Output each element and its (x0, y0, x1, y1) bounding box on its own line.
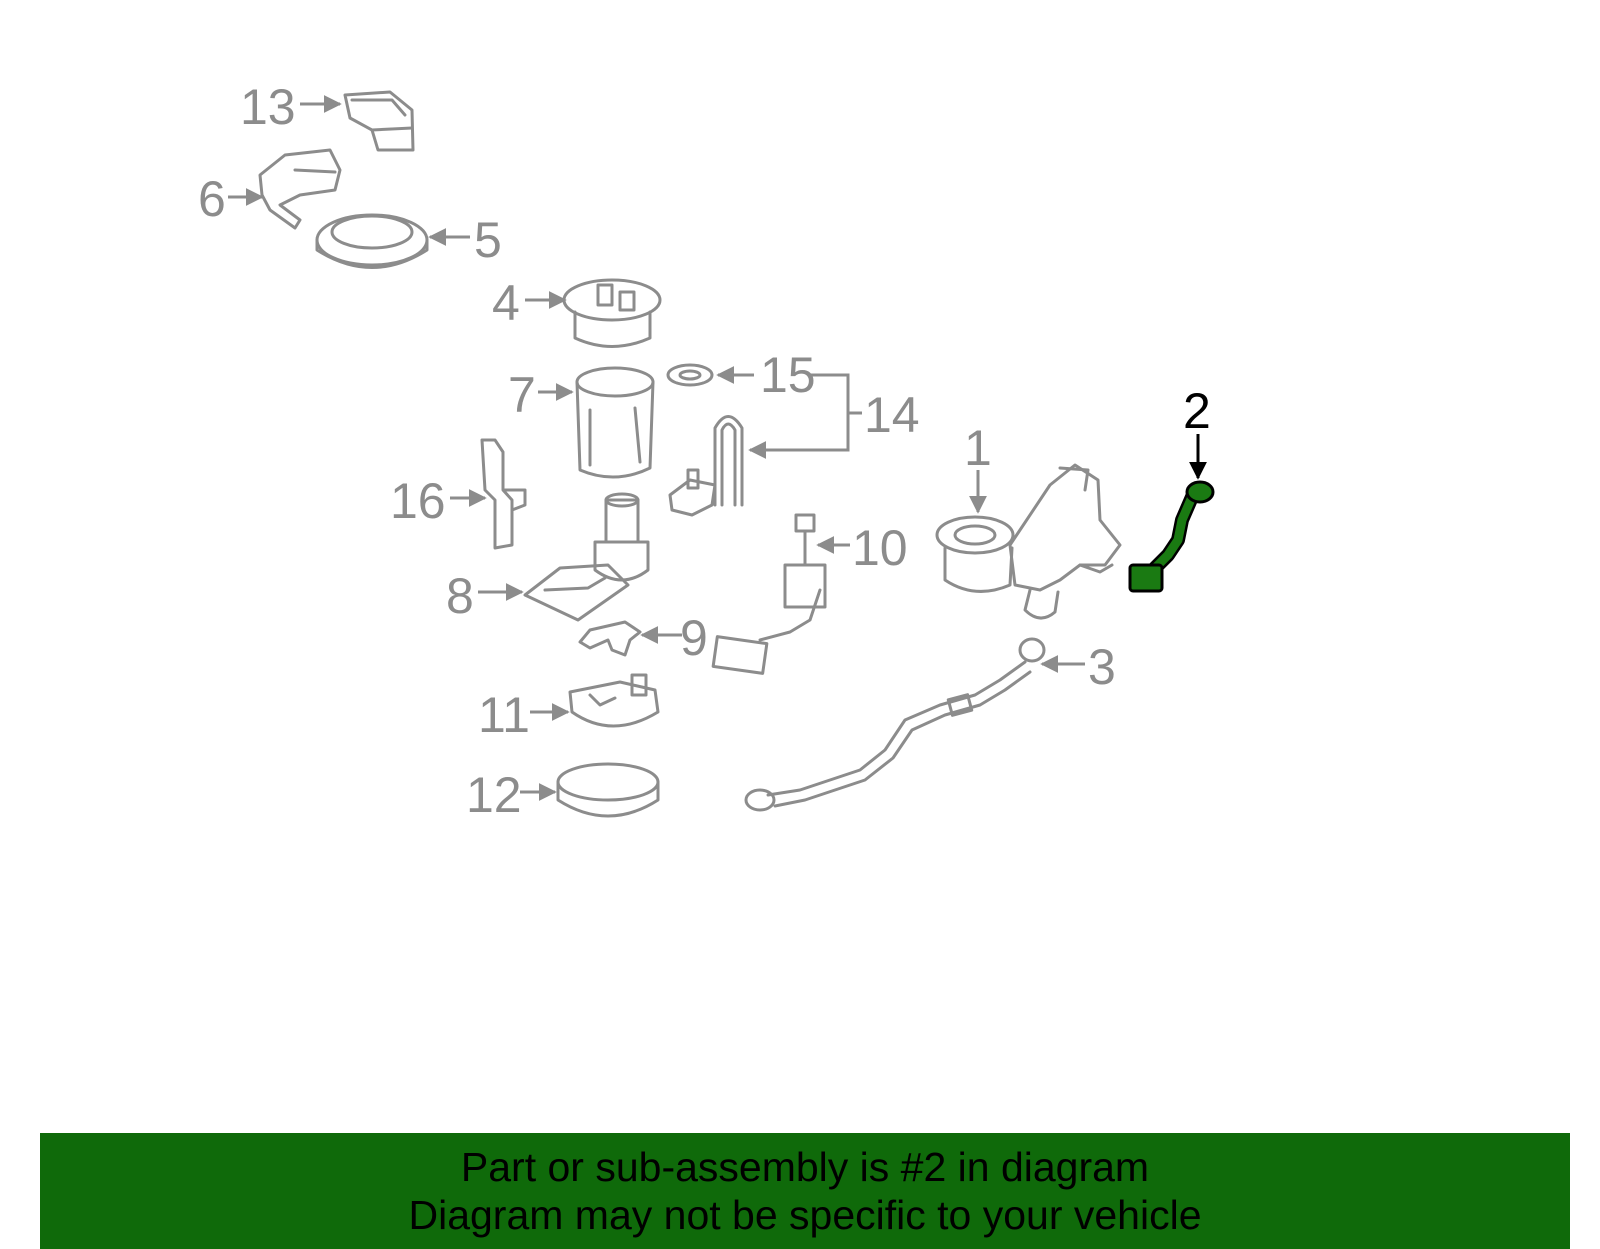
callout-6: 6 (198, 171, 226, 227)
part-3-fuel-line (744, 637, 1046, 812)
callout-4: 4 (492, 275, 520, 331)
callout-1: 1 (964, 420, 992, 476)
part-4-cap (562, 278, 662, 348)
info-banner: Part or sub-assembly is #2 in diagram Di… (40, 1133, 1570, 1249)
callout-7: 7 (508, 367, 536, 423)
callout-9: 9 (680, 610, 708, 666)
callout-15: 15 (760, 347, 816, 403)
part-7-housing (575, 366, 655, 479)
callout-8: 8 (446, 568, 474, 624)
part-6-bracket (258, 148, 342, 230)
callout-5: 5 (474, 212, 502, 268)
banner-line-1: Part or sub-assembly is #2 in diagram (460, 1144, 1150, 1190)
part-12-band (556, 762, 660, 818)
part-16-sender (480, 438, 527, 550)
callout-10: 10 (852, 520, 908, 576)
banner-line-2: Diagram may not be specific to your vehi… (408, 1192, 1202, 1238)
part-15-gasket (666, 363, 714, 387)
callout-14: 14 (864, 387, 920, 443)
part-1-filler-neck (935, 463, 1122, 620)
part-13-connector (343, 90, 415, 152)
callout-12: 12 (466, 767, 522, 823)
parts-diagram: 13 6 5 4 7 15 (198, 79, 1215, 823)
part-10-sensor (711, 513, 827, 675)
part-9-clip (578, 620, 642, 657)
part-11-retainer (568, 673, 660, 728)
callout-16: 16 (390, 473, 446, 529)
part-14-hose (668, 415, 744, 517)
callout-13: 13 (240, 79, 296, 135)
part-5-ring (315, 213, 429, 269)
callout-11: 11 (478, 687, 530, 743)
callout-3: 3 (1088, 639, 1116, 695)
part-8-filter (523, 492, 650, 622)
part-2-highlighted (1128, 480, 1215, 593)
callout-2: 2 (1183, 383, 1211, 439)
